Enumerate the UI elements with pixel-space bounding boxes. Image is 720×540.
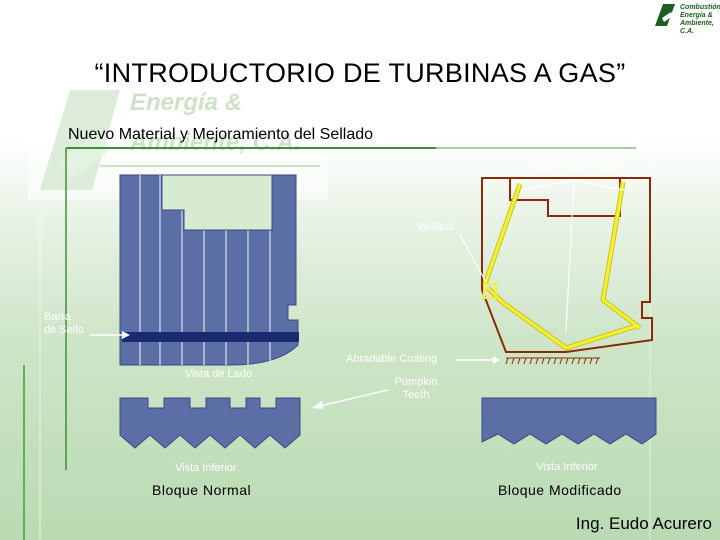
slide-title: “INTRODUCTORIO DE TURBINAS A GAS”	[94, 58, 626, 88]
pumpkin-label-line-2: Teeth	[402, 389, 430, 401]
pumpkin-label-line-1: Pumpkin	[394, 376, 438, 388]
abradable-coating-label: Abradable Coating	[346, 353, 438, 365]
watermark-line-1: Energía &	[130, 89, 242, 116]
pumpkin-arrow-icon	[312, 389, 389, 409]
w-seal-shape	[483, 283, 497, 299]
author-name: Ing. Eudo Acurero	[575, 514, 712, 533]
normal-block-side-view	[119, 174, 299, 366]
cloth-spline-seals-label: Cloth Spline Seals	[531, 162, 621, 174]
logo-line-1: Combustión,	[680, 4, 720, 11]
slide-subtitle: Nuevo Material y Mejoramiento del Sellad…	[68, 126, 374, 143]
w-seal-label: W-Seal	[418, 221, 454, 233]
vista-de-lado-label: Vista de Lado	[185, 368, 253, 380]
vista-inferior-right-label: Vista Inferior	[536, 461, 598, 473]
modified-block-bottom-view	[481, 397, 657, 445]
logo-text: Combustión, Energía & Ambiente, C.A.	[680, 4, 720, 36]
logo-line-2: Energía &	[680, 12, 713, 19]
watermark-line-2: Ambiente, C.A.	[129, 129, 301, 156]
vista-inferior-left-label: Vista Inferior	[175, 462, 237, 474]
pumpkin-teeth-label: Pumpkin Teeth	[392, 376, 440, 402]
normal-block-bottom-view	[119, 397, 301, 449]
company-logo-icon	[655, 4, 675, 26]
seal-bar	[122, 332, 299, 342]
logo-line-3: Ambiente, C.A.	[680, 20, 714, 35]
bloque-modificado-label: Bloque Modificado	[498, 482, 622, 498]
barra-arrow-icon	[90, 331, 130, 339]
bloque-normal-label: Bloque Normal	[152, 482, 252, 498]
barra-label-line-1: Barra	[44, 311, 71, 323]
modified-block-side-view	[459, 177, 653, 365]
decorative-lines	[23, 147, 651, 540]
barra-label: Barra de Sello	[44, 311, 84, 337]
abradable-arrow-icon	[455, 356, 500, 364]
barra-label-line-2: de Sello	[44, 324, 84, 336]
